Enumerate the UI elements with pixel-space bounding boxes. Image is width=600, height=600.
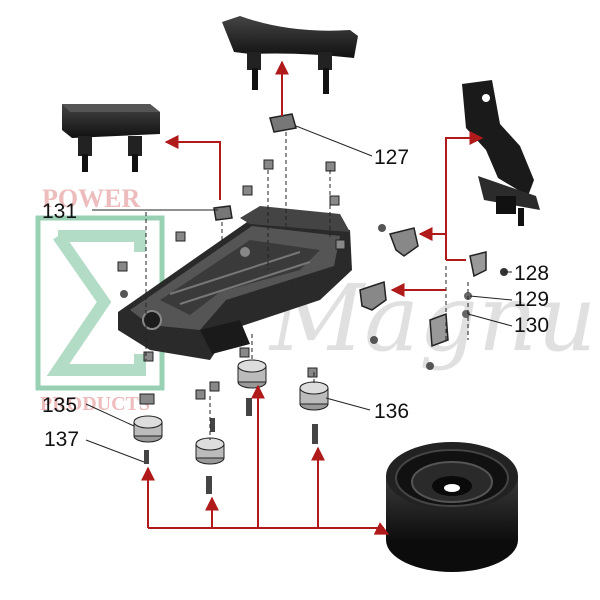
nut-12 xyxy=(139,393,155,405)
arrow-big-mount xyxy=(373,522,390,535)
nut-10 xyxy=(209,381,220,392)
clip-131 xyxy=(213,205,233,221)
callout-137: 137 xyxy=(44,428,79,451)
nut-9 xyxy=(239,347,250,358)
nut-7 xyxy=(335,239,346,250)
callout-127: 127 xyxy=(374,146,409,169)
base-tray xyxy=(118,206,352,360)
nut-15 xyxy=(370,336,378,344)
callout-129: 129 xyxy=(514,288,549,311)
top-grip-pad xyxy=(222,16,358,94)
nut-4 xyxy=(329,195,340,206)
nut-6 xyxy=(117,261,128,272)
callout-130: 130 xyxy=(514,314,549,337)
leader-lines xyxy=(85,125,513,463)
bracket-upper xyxy=(389,227,419,257)
left-grip-pad xyxy=(62,104,160,172)
nut-2 xyxy=(325,161,336,172)
callout-136: 136 xyxy=(374,400,409,423)
mount-135 xyxy=(133,415,163,464)
nut-3 xyxy=(242,185,253,196)
screw-icon xyxy=(210,418,215,432)
clip-127 xyxy=(269,113,297,133)
watermark-products: PRODUCTS xyxy=(40,393,150,415)
rubber-mount-icon xyxy=(386,442,518,572)
nut-11 xyxy=(307,367,318,378)
bracket-128 xyxy=(469,251,487,278)
nut-14 xyxy=(426,362,434,370)
mount-upper-center xyxy=(237,359,267,416)
nut-17 xyxy=(120,290,128,298)
arrow-right-bracket xyxy=(445,131,484,260)
watermark-power: POWER xyxy=(42,184,140,213)
bracket-icon xyxy=(462,80,540,226)
red-arrows xyxy=(141,60,484,535)
bracket-mid xyxy=(359,280,387,311)
nut-8 xyxy=(143,351,154,362)
nut-5 xyxy=(175,231,186,242)
mount-136 xyxy=(299,381,329,444)
mount-lower-center xyxy=(195,437,225,494)
sigma-glyph xyxy=(46,230,146,376)
callouts: 127 131 128 129 130 135 137 136 xyxy=(42,146,549,451)
nut-icon xyxy=(263,159,274,170)
nut-16 xyxy=(378,224,386,232)
side-brackets xyxy=(359,227,508,348)
callout-135: 135 xyxy=(42,394,77,417)
callout-131: 131 xyxy=(42,200,77,223)
bracket-130 xyxy=(429,312,449,348)
small-clips xyxy=(117,113,434,405)
assembly-lines xyxy=(145,132,469,440)
callout-128: 128 xyxy=(514,262,549,285)
arrow-left-pad xyxy=(164,135,221,200)
nut-13 xyxy=(195,389,206,400)
